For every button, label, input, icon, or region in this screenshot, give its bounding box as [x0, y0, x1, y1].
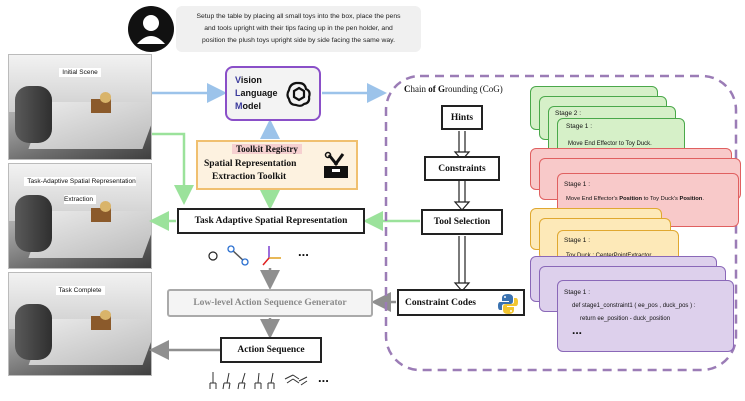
- gripper-trajectory-icons: [209, 372, 308, 390]
- llasg-box: Low-level Action Sequence Generator: [167, 289, 373, 317]
- purple-card-code-1: def stage1_constraint1 ( ee_pos , duck_p…: [572, 303, 696, 309]
- green-card-action: Move End Effector to Toy Duck.: [568, 141, 652, 147]
- instruction-line-1: Setup the table by placing all small toy…: [196, 13, 401, 20]
- toolkit-line-1: Spatial Representation: [204, 159, 297, 169]
- action-ellipsis: ...: [318, 370, 329, 385]
- constraint-codes-label: Constraint Codes: [405, 297, 476, 308]
- photo-initial-scene: Initial Scene: [8, 54, 152, 160]
- point-icon: [208, 251, 218, 261]
- yellow-card-stage1: Stage 1 :: [564, 237, 591, 244]
- vlm-line-2: Language: [235, 88, 278, 98]
- red-card-stage1: Stage 1 :: [564, 181, 591, 188]
- purple-card-code-2: return ee_position - duck_position: [580, 316, 671, 322]
- tasr-box: Task Adaptive Spatial Representation: [177, 208, 365, 234]
- spatial-rep-icons: [208, 245, 281, 266]
- red-card-action: Move End Effector's Position to Toy Duck…: [566, 196, 704, 202]
- toolkit-registry-label: Toolkit Registry: [232, 144, 302, 154]
- instruction-line-2: and tools upright with their tips facing…: [204, 25, 393, 32]
- openai-logo-icon: [286, 81, 311, 107]
- toolkit-line-2: Extraction Toolkit: [212, 172, 287, 182]
- axes-icon: [262, 246, 281, 266]
- photo-caption-initial: Initial Scene: [59, 68, 101, 77]
- cog-title: Chain of Grounding (CoG): [404, 84, 503, 94]
- python-logo-icon: [498, 294, 518, 314]
- purple-card-ellipsis: ...: [572, 323, 583, 337]
- user-avatar: [128, 6, 174, 52]
- photo-caption-extraction: Task-Adaptive Spatial Representation Ext…: [24, 177, 136, 204]
- vector-icon: [227, 245, 249, 266]
- cog-step-constraint-codes: Constraint Codes: [397, 289, 525, 316]
- spatial-rep-ellipsis: ...: [298, 244, 309, 259]
- toolkit-box: Toolkit Registry Spatial Representation …: [196, 140, 358, 190]
- vlm-line-3: Model: [235, 101, 262, 111]
- action-sequence-box: Action Sequence: [220, 337, 322, 363]
- purple-card-front: Stage 1 : def stage1_constraint1 ( ee_po…: [557, 280, 734, 352]
- toolbox-icon: [324, 151, 348, 178]
- user-icon: [137, 15, 165, 44]
- purple-card-stage1: Stage 1 :: [564, 289, 591, 296]
- green-card-stage2: Stage 2 :: [555, 110, 582, 117]
- arrow-photo-to-tasr: [152, 132, 194, 205]
- vlm-box: Vision Language Model: [225, 66, 321, 121]
- photo-task-complete: Task Complete: [8, 272, 152, 376]
- vlm-line-1: Vision: [235, 75, 262, 85]
- cog-step-hints: Hints: [441, 105, 483, 130]
- instruction-bubble: Setup the table by placing all small toy…: [176, 6, 421, 52]
- photo-caption-complete: Task Complete: [55, 286, 105, 295]
- photo-spatial-extraction: Task-Adaptive Spatial Representation Ext…: [8, 163, 152, 269]
- cog-step-tool-selection: Tool Selection: [421, 209, 503, 235]
- instruction-line-3: position the plush toys upright side by …: [202, 37, 395, 44]
- cog-step-constraints: Constraints: [424, 156, 500, 181]
- green-card-stage1: Stage 1 :: [566, 123, 593, 130]
